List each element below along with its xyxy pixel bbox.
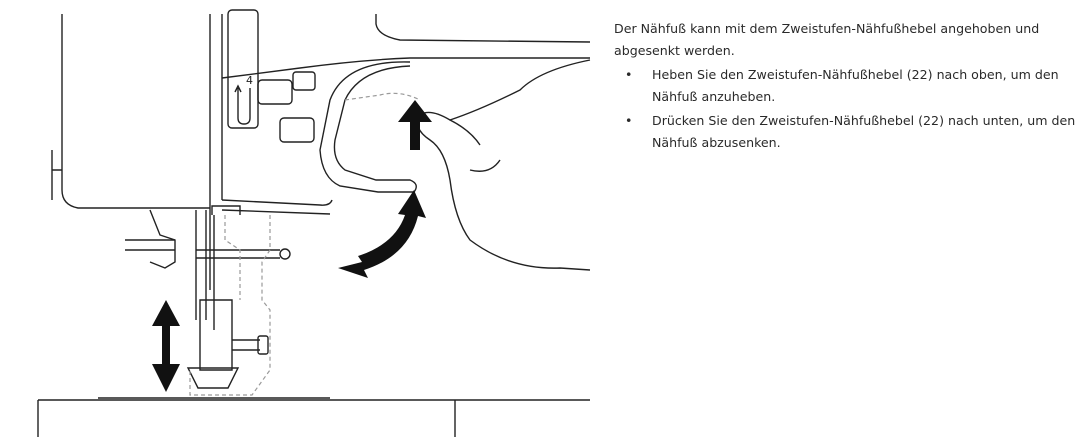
- list-item: • Heben Sie den Zweistufen-Nähfußhebel (2…: [614, 64, 1084, 108]
- double-arrow-vertical-icon: [152, 300, 180, 392]
- curved-double-arrow-icon: [338, 190, 426, 278]
- bullet: •: [625, 113, 633, 128]
- hand: [416, 59, 591, 271]
- bullet: •: [625, 67, 633, 82]
- machine-bed: [37, 397, 590, 437]
- thread-guide-slot: [227, 9, 259, 129]
- list-item-text: Drücken Sie den Zweistufen-Nähfußhebel (…: [652, 113, 1076, 150]
- intro-paragraph: Der Nähfuß kann mit dem Zweistufen-Nähfu…: [614, 21, 1040, 58]
- presser-foot-lever: [319, 61, 417, 193]
- raised-foot-dashed: [189, 215, 271, 396]
- panel-button: [257, 79, 293, 105]
- instruction-text: Der Nähfuß kann mit dem Zweistufen-Nähfu…: [614, 18, 1084, 156]
- sewing-machine-presser-foot-illustration: 4: [37, 9, 591, 437]
- thread-guide-number: 4: [246, 74, 253, 87]
- list-item-text: Heben Sie den Zweistufen-Nähfußhebel (22…: [652, 67, 1059, 104]
- arrow-up-icon: [398, 100, 432, 150]
- panel-button: [279, 117, 315, 143]
- instruction-list: • Heben Sie den Zweistufen-Nähfußhebel (2…: [614, 64, 1084, 154]
- list-item: • Drücken Sie den Zweistufen-Nähfußhebel …: [614, 110, 1084, 154]
- machine-head-outline: [61, 14, 210, 209]
- panel-button: [292, 71, 316, 91]
